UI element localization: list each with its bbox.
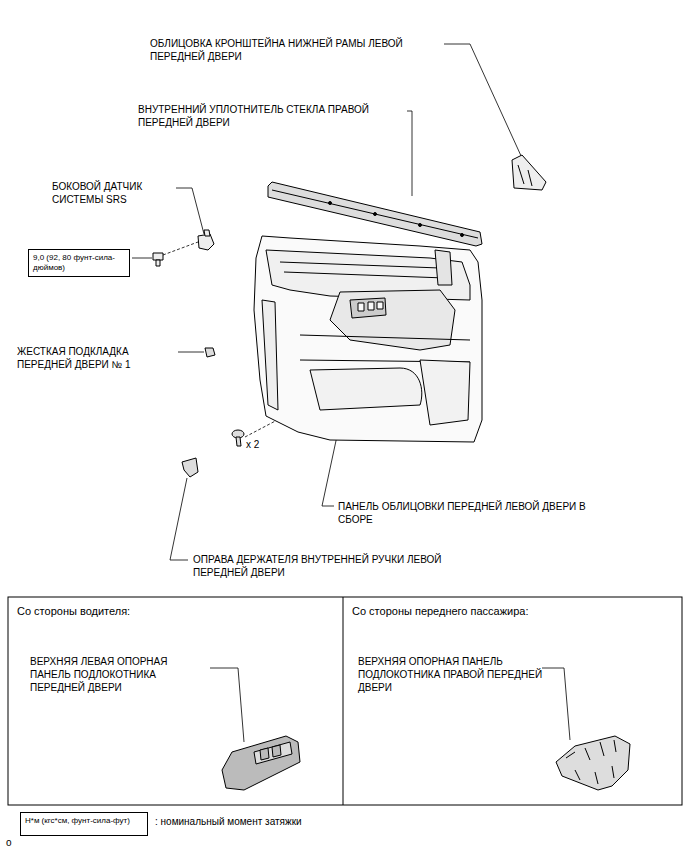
part-name: ЖЕСТКАЯ ПОДКЛАДКА ПЕРЕДНЕЙ ДВЕРИ № 1 <box>17 345 175 371</box>
part-name: ВЕРХНЯЯ ОПОРНАЯ ПАНЕЛЬ ПОДЛОКОТНИКА ПРАВ… <box>358 655 543 694</box>
legend-text: : номинальный момент затяжки <box>155 815 375 828</box>
quantity-note: x 2 <box>246 438 276 451</box>
driver-armrest-panel <box>222 736 300 790</box>
view-heading: Со стороны переднего пассажира: <box>352 604 652 618</box>
part-name: ОБЛИЦОВКА КРОНШТЕЙНА НИЖНЕЙ РАМЫ ЛЕВОЙ П… <box>150 37 442 63</box>
figure-code: o <box>6 836 26 849</box>
bracket-trim <box>512 155 546 190</box>
view-panel: Со стороны водителя: ВЕРХНЯЯ ЛЕВАЯ ОПОРНА… <box>8 597 343 805</box>
passenger-armrest-panel <box>556 736 630 790</box>
view-heading: Со стороны водителя: <box>17 604 317 618</box>
part-name: ВЕРХНЯЯ ЛЕВАЯ ОПОРНАЯ ПАНЕЛЬ ПОДЛОКОТНИК… <box>30 655 210 694</box>
views-frame <box>8 597 682 805</box>
screws <box>232 430 244 446</box>
part-name: БОКОВОЙ ДАТЧИК СИСТЕМЫ SRS <box>52 180 174 206</box>
views-divider <box>343 597 344 805</box>
part-name: ОПРАВА ДЕРЖАТЕЛЯ ВНУТРЕННЕЙ РУЧКИ ЛЕВОЙ … <box>193 553 443 579</box>
handle-bezel <box>182 458 198 477</box>
weatherstrip <box>268 182 482 246</box>
srs-sensor <box>153 230 214 266</box>
part-name: ВНУТРЕННИЙ УПЛОТНИТЕЛЬ СТЕКЛА ПРАВОЙ ПЕР… <box>138 103 404 129</box>
legend-sample-box: Н*м (кгс*см, фунт-сила-фут) <box>20 812 148 836</box>
box-text: Н*м (кгс*см, фунт-сила-фут) <box>25 816 145 826</box>
door-trim-panel <box>254 236 482 442</box>
torque-box: 9,0 (92, 80 фунт-сила-дюймов) <box>28 249 130 277</box>
box-text: 9,0 (92, 80 фунт-сила-дюймов) <box>33 253 127 273</box>
leader-lines <box>132 44 570 742</box>
view-panel: Со стороны переднего пассажира: ВЕРХНЯЯ О… <box>343 597 682 805</box>
door-clip <box>205 348 215 357</box>
part-name: ПАНЕЛЬ ОБЛИЦОВКИ ПЕРЕДНЕЙ ЛЕВОЙ ДВЕРИ В … <box>338 500 616 526</box>
